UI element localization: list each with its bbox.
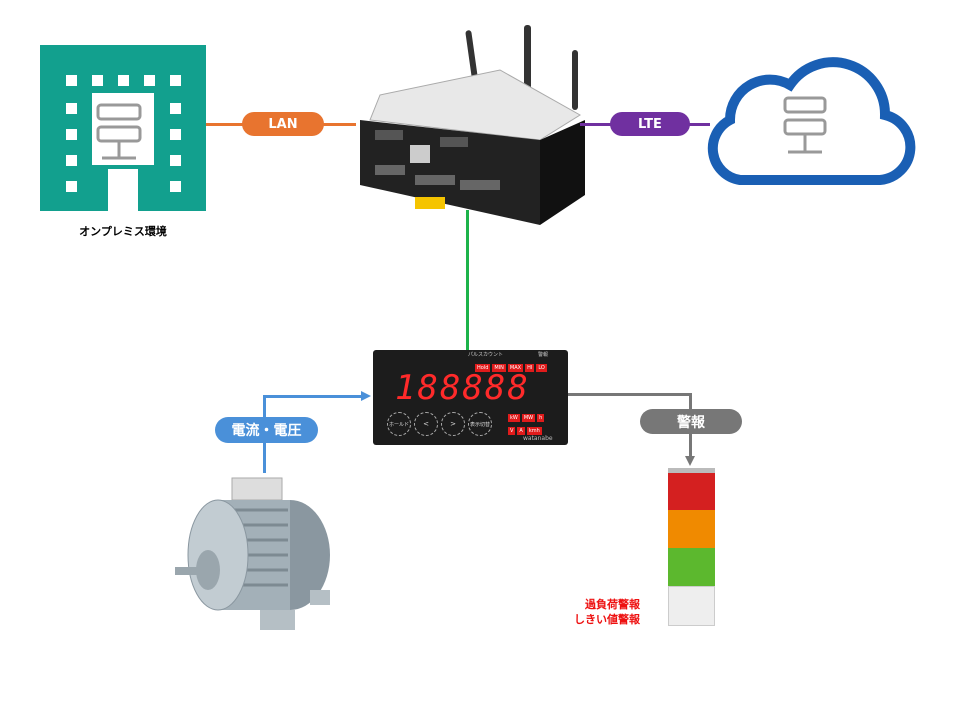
current-voltage-line-h (263, 395, 363, 398)
display-switch-button[interactable]: 表示切替 (468, 412, 492, 436)
tower-green-light (668, 548, 715, 586)
current-voltage-label: 電流・電圧 (215, 417, 318, 443)
iot-gateway-device (340, 25, 590, 235)
tag-mw: MW (521, 414, 536, 422)
arrow-right-icon (361, 391, 371, 401)
arrow-down-icon (685, 456, 695, 466)
alarm-note-threshold: しきい値警報 (574, 613, 640, 626)
tower-orange-light (668, 510, 715, 548)
gateway-to-meter-line (466, 210, 469, 350)
tag-h: h (537, 414, 545, 422)
tag-min: MIN (492, 364, 506, 372)
meter-header-label: パルスカウント (468, 352, 504, 358)
alarm-label: 警報 (640, 409, 742, 434)
tag-kw: kW (508, 414, 520, 422)
lan-label: LAN (242, 112, 324, 136)
tag-v: V (508, 427, 516, 435)
cloud-server-icon (700, 45, 920, 190)
tag-max: MAX (507, 364, 524, 372)
right-button[interactable]: > (441, 412, 465, 436)
tag-a: A (517, 427, 525, 435)
brand-logo: watanabe (523, 435, 553, 442)
meter-display: 188888 (395, 368, 530, 408)
tag-lo: LO (536, 364, 547, 372)
tag-kmh: kmh (526, 427, 542, 435)
tag-hi: HI (525, 364, 535, 372)
alarm-line-h (568, 393, 692, 396)
alarm-note-overload: 過負荷警報 (585, 598, 640, 611)
on-premise-label: オンプレミス環境 (79, 225, 167, 238)
meter-alarm-label: 警報 (538, 352, 549, 358)
tower-red-light (668, 473, 715, 510)
on-premise-building-icon (40, 45, 206, 211)
tag-hold: Hold (475, 364, 491, 372)
left-button[interactable]: < (414, 412, 438, 436)
lte-label: LTE (610, 112, 690, 136)
signal-tower-icon (668, 468, 715, 635)
hold-button[interactable]: ホールド (387, 412, 411, 436)
motor-icon (170, 470, 345, 635)
